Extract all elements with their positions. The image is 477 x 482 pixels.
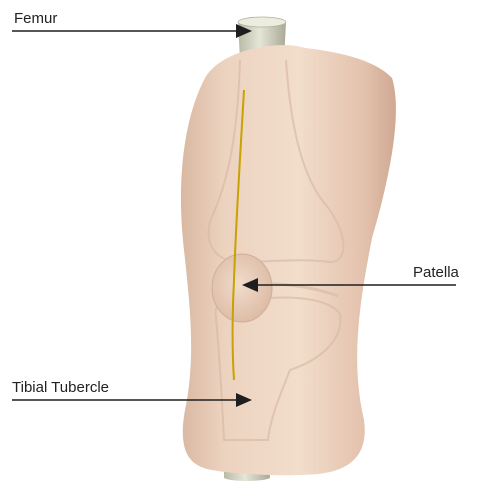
patella-bone — [212, 254, 272, 322]
tibial-tubercle-label: Tibial Tubercle — [12, 380, 109, 395]
patella-label: Patella — [413, 265, 459, 280]
femur-label: Femur — [14, 11, 57, 26]
